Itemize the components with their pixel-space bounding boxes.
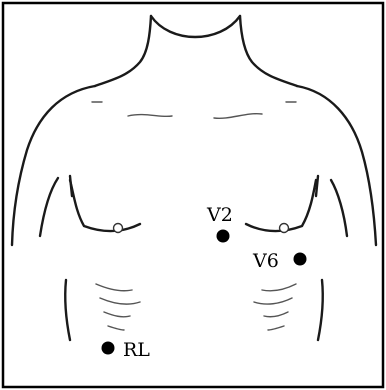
v2-electrode-dot	[217, 230, 230, 243]
v6-label: V6	[252, 250, 279, 272]
rl-label: RL	[123, 339, 150, 361]
v2-label: V2	[206, 204, 233, 226]
rl-electrode-dot	[102, 342, 115, 355]
frame-border	[3, 3, 383, 387]
left-nipple-icon	[114, 224, 123, 233]
right-nipple-icon	[280, 224, 289, 233]
v6-electrode-dot	[294, 253, 307, 266]
